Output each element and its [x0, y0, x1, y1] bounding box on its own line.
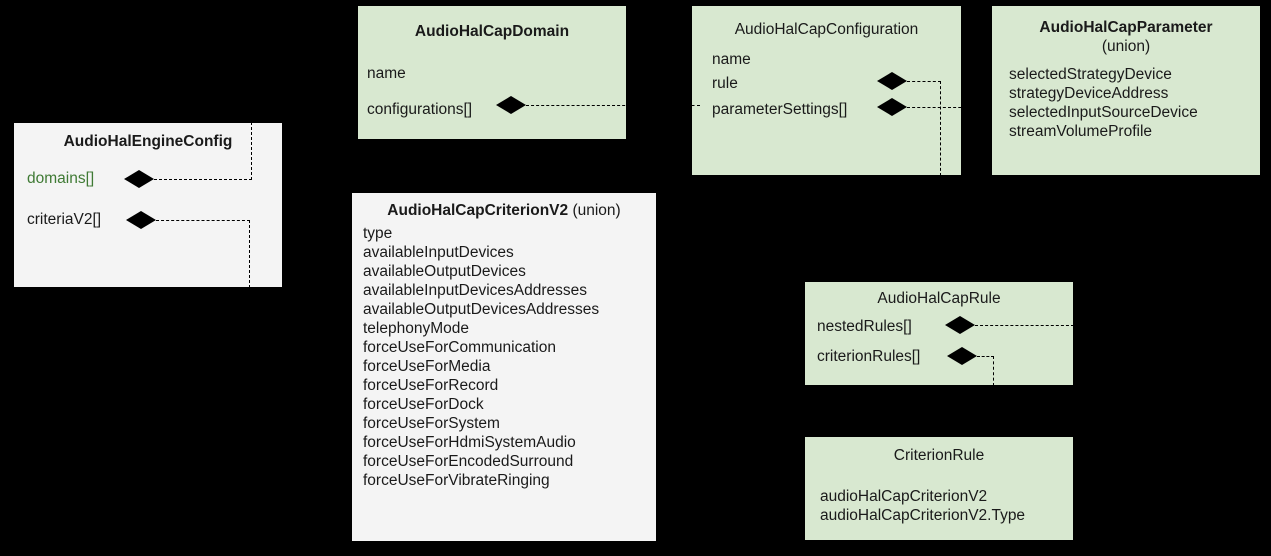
attribute-forceuseforencodedsurround: forceUseForEncodedSurround — [363, 453, 574, 470]
attribute-criteriav2: criteriaV2[] — [27, 211, 102, 228]
attribute-availableoutputdevicesaddresses: availableOutputDevicesAddresses — [363, 301, 600, 318]
connector-parametersettings-horizontal — [907, 107, 992, 108]
attribute-list-audiohalcapcriterionv2: type availableInputDevices availableOutp… — [363, 224, 599, 490]
class-box-criterionrule[interactable]: CriterionRule audioHalCapCriterionV2 aud… — [804, 436, 1074, 541]
attribute-forceuseforcommunication: forceUseForCommunication — [363, 339, 556, 356]
attribute-telephonymode: telephonyMode — [363, 320, 469, 337]
attribute-forceuseforvibrateringing: forceUseForVibrateRinging — [363, 472, 550, 489]
class-title-audiohalcapconfiguration: AudioHalCapConfiguration — [734, 21, 919, 38]
attribute-forceuseforsystem: forceUseForSystem — [363, 415, 500, 432]
attribute-type: type — [363, 225, 393, 242]
attribute-criterionrules: criterionRules[] — [817, 348, 921, 365]
connector-nestedrules-horizontal — [975, 325, 1074, 326]
attribute-configurations: configurations[] — [367, 101, 473, 118]
class-box-audiohalcapconfiguration[interactable]: AudioHalCapConfiguration name rule param… — [691, 5, 962, 176]
attribute-availableinputdevicesaddresses: availableInputDevicesAddresses — [363, 282, 588, 299]
class-subtitle-audiohalcapparameter: (union) — [1101, 38, 1151, 55]
attribute-parametersettings: parameterSettings[] — [712, 101, 848, 118]
attribute-selectedstrategydevice: selectedStrategyDevice — [1009, 66, 1172, 83]
attribute-name-domain: name — [367, 65, 406, 82]
attribute-strategydeviceaddress: strategyDeviceAddress — [1009, 85, 1169, 102]
class-box-audiohalcapcriterionv2[interactable]: AudioHalCapCriterionV2 (union) type avai… — [351, 192, 657, 542]
class-box-audiohalcapparameter[interactable]: AudioHalCapParameter (union) selectedStr… — [991, 5, 1261, 176]
connector-rule-horizontal — [907, 81, 941, 82]
attribute-domains: domains[] — [27, 170, 95, 187]
class-title-audiohalengineconfig: AudioHalEngineConfig — [63, 133, 233, 150]
attribute-audiohalcapcriterionv2: audioHalCapCriterionV2 — [820, 488, 988, 505]
connector-rule-vertical — [940, 81, 941, 176]
connector-criterionrules-vertical — [993, 356, 994, 386]
attribute-name-configuration: name — [712, 51, 751, 68]
class-title-audiohalcapcriterionv2: AudioHalCapCriterionV2 (union) — [352, 201, 656, 220]
class-subtitle-audiohalcapcriterionv2: (union) — [572, 202, 621, 219]
class-title-audiohalcaprule: AudioHalCapRule — [877, 290, 1001, 307]
attribute-forceuseforhdmisystemaudio: forceUseForHdmiSystemAudio — [363, 434, 576, 451]
connector-criteriav2-vertical — [249, 220, 250, 288]
attribute-availableinputdevices: availableInputDevices — [363, 244, 514, 261]
class-title-criterionrule: CriterionRule — [893, 447, 985, 464]
connector-criteriav2-horizontal — [156, 220, 250, 221]
class-title-audiohalcapparameter: AudioHalCapParameter — [1039, 19, 1213, 36]
attribute-selectedinputsourcedevice: selectedInputSourceDevice — [1009, 104, 1198, 121]
attribute-forceuseforrecord: forceUseForRecord — [363, 377, 499, 394]
class-box-audiohalcaprule[interactable]: AudioHalCapRule nestedRules[] criterionR… — [804, 281, 1074, 386]
attribute-streamvolumeprofile: streamVolumeProfile — [1009, 123, 1153, 140]
connector-domains-horizontal — [154, 179, 252, 180]
connector-configurations-horizontal — [526, 105, 696, 106]
connector-configurations-stub — [686, 105, 700, 106]
attribute-audiohalcapcriterionv2-type: audioHalCapCriterionV2.Type — [820, 507, 1026, 524]
connector-criterionrules-horizontal — [977, 356, 994, 357]
class-box-audiohalcapdomain[interactable]: AudioHalCapDomain name configurations[] — [357, 5, 627, 140]
class-box-audiohalengineconfig[interactable]: AudioHalEngineConfig domains[] criteriaV… — [13, 122, 283, 288]
attribute-list-audiohalcapparameter: selectedStrategyDevice strategyDeviceAdd… — [1009, 65, 1198, 141]
attribute-forceusefordock: forceUseForDock — [363, 396, 484, 413]
attribute-forceuseformedia: forceUseForMedia — [363, 358, 491, 375]
attribute-list-criterionrule: audioHalCapCriterionV2 audioHalCapCriter… — [820, 487, 1025, 525]
attribute-rule: rule — [712, 75, 738, 92]
attribute-availableoutputdevices: availableOutputDevices — [363, 263, 526, 280]
connector-domains-vertical — [251, 122, 252, 180]
class-title-text-audiohalcapcriterionv2: AudioHalCapCriterionV2 — [387, 202, 569, 219]
attribute-nestedrules: nestedRules[] — [817, 318, 912, 335]
class-title-audiohalcapdomain: AudioHalCapDomain — [414, 23, 570, 40]
